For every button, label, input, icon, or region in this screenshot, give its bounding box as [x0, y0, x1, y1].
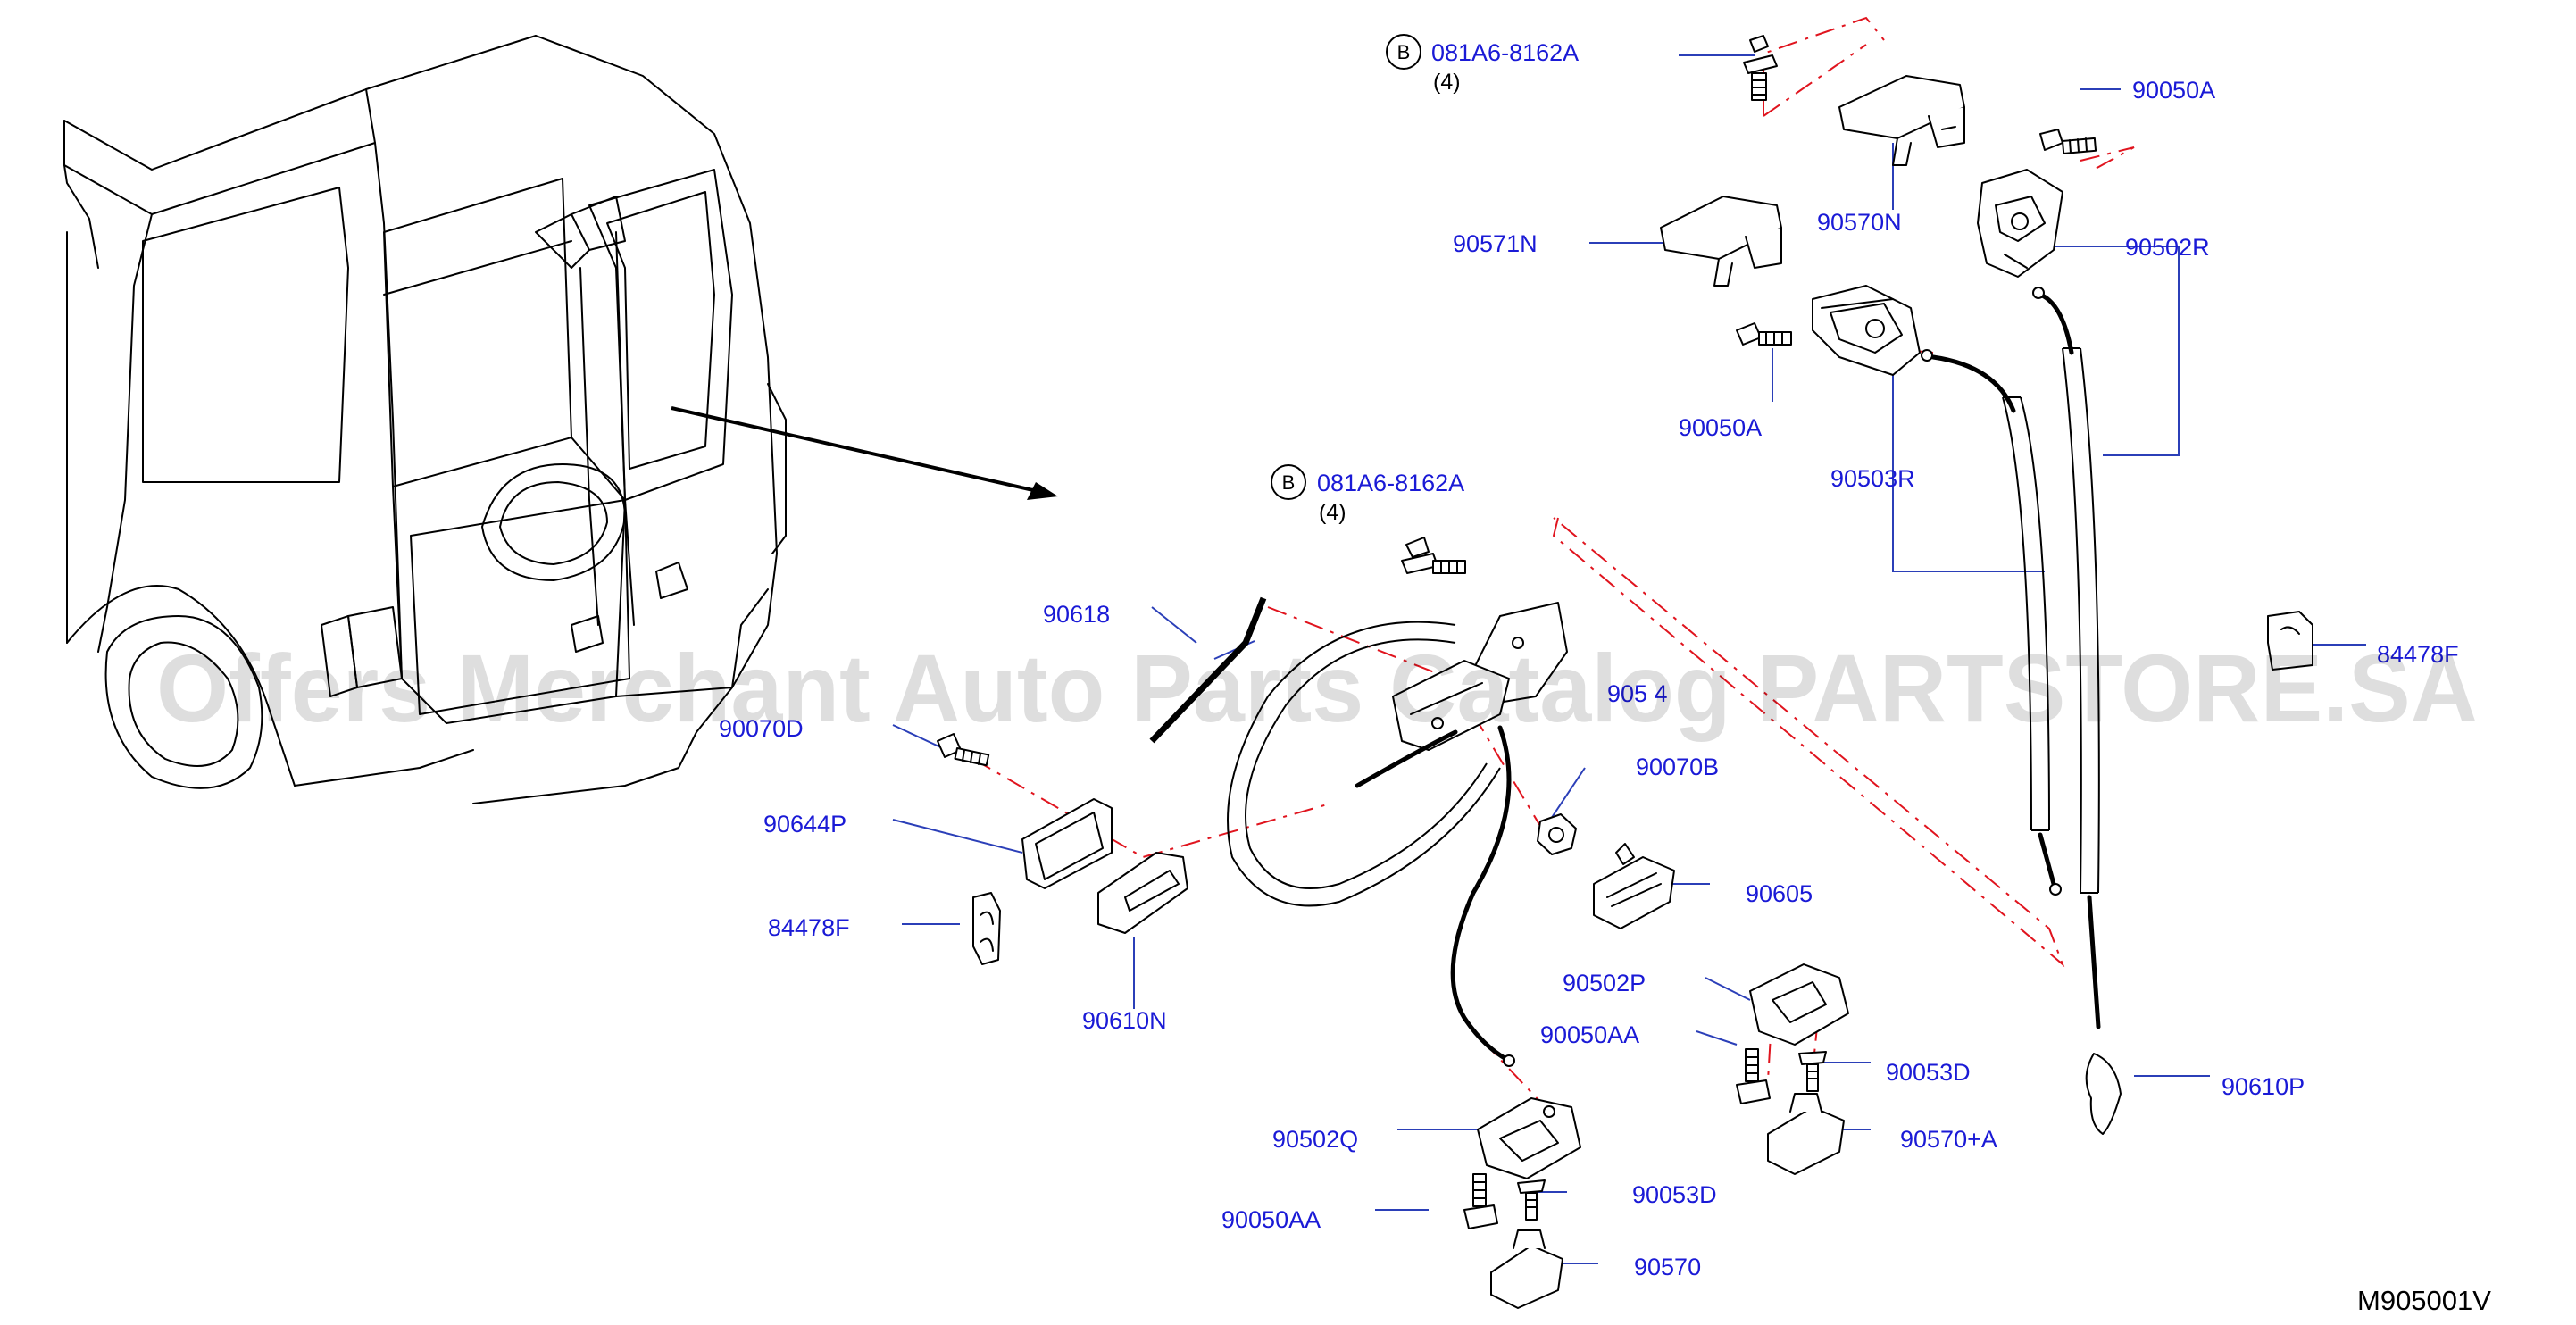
van-rear-illustration: [63, 35, 787, 804]
callout-letter: B: [1397, 41, 1411, 63]
handle-90610P: [2085, 1053, 2122, 1135]
cable-loop: [1227, 621, 1501, 907]
screw-90053D-right: [1798, 1051, 1827, 1092]
part-label-90053D-right[interactable]: 90053D: [1886, 1059, 1971, 1086]
part-label-90610P[interactable]: 90610P: [2222, 1073, 2305, 1100]
part-label-90053D-low[interactable]: 90053D: [1632, 1181, 1717, 1208]
lock-90502P: [1749, 963, 1849, 1046]
bracket-90570N: [1838, 75, 1965, 166]
part-label-90571N[interactable]: 90571N: [1453, 230, 1538, 257]
nut-90070B: [1537, 813, 1577, 855]
part-label-081A6-8162A-mid: 081A6-8162A: [1317, 470, 1464, 496]
handle-90610N: [1097, 852, 1188, 934]
lock-90502Q: [1477, 1097, 1581, 1179]
part-label-90050A-mid[interactable]: 90050A: [1679, 414, 1762, 441]
striker-90570: [1490, 1229, 1563, 1309]
callout-letter: B: [1282, 471, 1296, 494]
bolt-90050A-top: [2039, 129, 2097, 154]
part-label-90570A[interactable]: 90570+A: [1900, 1126, 1997, 1153]
bezel-90644P: [1021, 798, 1113, 889]
screw-90070D: [937, 733, 990, 767]
lock-90503R: [1812, 285, 1921, 376]
diagram-code: M905001V: [2357, 1285, 2491, 1316]
part-labels: 90050A 90570N 90571N 90502R 90050A 90503…: [719, 77, 2459, 1280]
part-label-90570[interactable]: 90570: [1634, 1254, 1701, 1280]
part-label-90570N[interactable]: 90570N: [1817, 209, 1902, 236]
callout-b-top: B 081A6-8162A (4): [1386, 34, 1579, 95]
part-label-90070D[interactable]: 90070D: [719, 715, 804, 742]
cable-to-90502Q: [1355, 725, 1515, 1067]
part-label-90050AA-mid[interactable]: 90050AA: [1540, 1021, 1639, 1048]
rod-90618: [1149, 596, 1267, 744]
qty-label-mid: (4): [1319, 500, 1346, 525]
bolt-90050AA-mid: [1736, 1048, 1771, 1104]
part-label-90618[interactable]: 90618: [1043, 601, 1110, 628]
part-label-90502R[interactable]: 90502R: [2125, 234, 2210, 261]
screw-90053D-low: [1517, 1179, 1546, 1221]
bracket-90571N: [1660, 196, 1782, 287]
bolt-b-circle-icon: [1271, 464, 1306, 500]
bolt-081A6-mid: [1401, 537, 1466, 574]
part-label-90502P[interactable]: 90502P: [1563, 970, 1646, 996]
bolt-b-circle-icon: [1386, 34, 1421, 70]
striker-90570A: [1767, 1093, 1845, 1175]
part-label-90610N[interactable]: 90610N: [1082, 1007, 1167, 1034]
watermark-text: Offers Merchant Auto Parts Catalog PARTS…: [156, 634, 2478, 742]
part-label-90503R[interactable]: 90503R: [1830, 465, 1915, 492]
cable-90503R: [1921, 349, 2062, 896]
part-label-84478F-left[interactable]: 84478F: [768, 914, 850, 941]
alignment-lines: [972, 16, 2135, 1117]
pointer-arrow: [671, 406, 1058, 500]
part-label-90605[interactable]: 90605: [1746, 880, 1813, 907]
callout-b-mid: B 081A6-8162A (4): [1271, 464, 1464, 525]
clip-84478F-left: [972, 892, 1001, 965]
bolt-90050AA-low: [1463, 1173, 1498, 1229]
part-label-90070B[interactable]: 90070B: [1636, 754, 1719, 780]
qty-label-top: (4): [1433, 70, 1461, 95]
bolt-081A6-top: [1743, 35, 1778, 101]
part-label-90050AA-low[interactable]: 90050AA: [1221, 1206, 1321, 1233]
bolt-90050A-mid: [1736, 322, 1792, 346]
part-label-081A6-8162A-top: 081A6-8162A: [1431, 39, 1579, 66]
switch-90605: [1593, 843, 1675, 929]
part-label-90050A-top[interactable]: 90050A: [2132, 77, 2215, 104]
part-label-905-4[interactable]: 905 4: [1607, 680, 1668, 707]
lock-90502R: [1977, 169, 2063, 278]
part-label-90644P[interactable]: 90644P: [763, 811, 846, 838]
clip-84478F-right: [2267, 611, 2313, 671]
cable-90502R: [2032, 287, 2101, 1029]
part-label-90502Q[interactable]: 90502Q: [1272, 1126, 1358, 1153]
part-label-84478F-right[interactable]: 84478F: [2377, 641, 2459, 668]
control-90554: [1392, 602, 1568, 751]
